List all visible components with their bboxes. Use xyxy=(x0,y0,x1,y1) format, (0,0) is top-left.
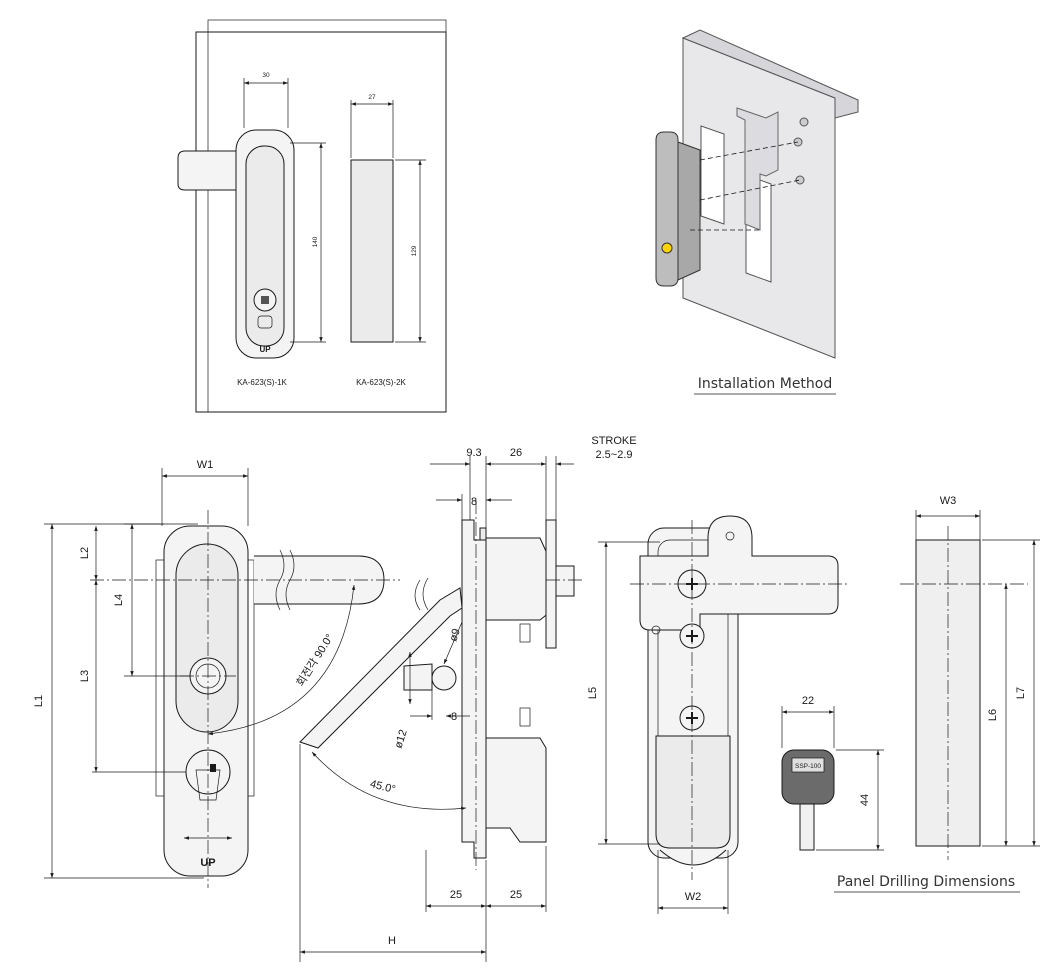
dim-h: H xyxy=(388,935,396,947)
dim-l4: L4 xyxy=(113,594,125,606)
rotation-label: 회전각 90.0° xyxy=(294,632,336,689)
key-figure: SSP-100 22 44 xyxy=(781,695,884,851)
dim-30: 30 xyxy=(262,72,270,79)
side-cam-plate xyxy=(545,519,557,649)
rotation-arc xyxy=(207,584,356,736)
front-key-slot xyxy=(210,764,216,772)
latch-tongue xyxy=(177,150,238,191)
side-button-head xyxy=(431,665,457,691)
key-width-dim: 22 xyxy=(802,695,814,707)
dim-9-3: 9.3 xyxy=(466,447,481,459)
side-button-stub xyxy=(403,663,433,691)
handle-up-mark: UP xyxy=(259,345,271,354)
stroke-range: 2.5~2.9 xyxy=(595,449,632,461)
latch-handle-iso xyxy=(655,131,679,287)
assembly-line-2 xyxy=(699,179,801,201)
dim-25-right: 25 xyxy=(510,889,522,901)
key-blade xyxy=(799,803,815,851)
model-2k-label: KA-623(S)-2K xyxy=(356,378,406,387)
top-left-figure: UP 30 140 27 129 KA-623(S)-1K KA-623(S)-… xyxy=(177,19,447,413)
dim-l1: L1 xyxy=(33,695,45,707)
key-label-plate xyxy=(791,757,825,773)
installation-illustration: Installation Method xyxy=(655,29,859,395)
rear-view: L5 W2 xyxy=(587,515,850,914)
screw-1 xyxy=(799,117,809,127)
side-rear-body-bottom xyxy=(485,737,547,843)
opened-handle-arm xyxy=(299,587,463,749)
dim-140: 140 xyxy=(312,236,319,247)
rear-bracket xyxy=(736,107,779,231)
angle-45-label: 45.0° xyxy=(369,778,397,796)
side-nut xyxy=(555,565,575,597)
side-rear-body-top xyxy=(485,537,551,621)
screw-3 xyxy=(795,175,805,185)
phi9-leader xyxy=(443,621,463,665)
dim-8-top: 8 xyxy=(471,496,477,508)
dim-25-left: 25 xyxy=(450,889,462,901)
dim-l7: L7 xyxy=(1015,687,1027,699)
dim-w1: W1 xyxy=(197,459,214,471)
panel-flange xyxy=(681,29,859,119)
front-handle-recess xyxy=(175,543,239,733)
stroke-label: STROKE xyxy=(591,435,636,447)
rear-bottom-body xyxy=(655,735,731,849)
lock-cylinder-iso xyxy=(661,242,673,254)
panel-hole-upper xyxy=(700,125,725,225)
dim-27: 27 xyxy=(368,94,376,101)
installation-caption: Installation Method xyxy=(698,376,833,392)
side-break-1 xyxy=(414,579,421,611)
key-cylinder-small xyxy=(257,315,273,329)
model-1k-label: KA-623(S)-1K xyxy=(237,378,287,387)
latch-side-iso xyxy=(677,141,701,281)
panel-cutout-caption: Panel Drilling Dimensions xyxy=(837,874,1015,890)
side-break-2 xyxy=(422,577,429,611)
rear-cam-plate xyxy=(639,515,839,631)
assembly-line-1 xyxy=(699,141,799,161)
rear-bottom-cap xyxy=(659,849,727,866)
front-view: UP W1 L1 L2 L3 L4 회전각 90.0° xyxy=(33,459,400,888)
dim-phi12: ø12 xyxy=(393,728,410,750)
panel-front-sheet xyxy=(195,31,447,413)
panel-cutout: W3 L6 L7 Panel Drilling Dimensions xyxy=(834,495,1040,893)
dim-l5: L5 xyxy=(587,687,599,699)
side-view: 9.3 26 STROKE 2.5~2.9 8 8 ø9 ø12 45.0° 2… xyxy=(299,435,637,962)
key-height-dim: 44 xyxy=(859,794,871,806)
panel-cutout-2k xyxy=(350,159,394,343)
dim-phi9: ø9 xyxy=(447,627,462,643)
side-screw-bottom xyxy=(519,707,531,727)
dim-w3: W3 xyxy=(940,495,957,507)
dim-l6: L6 xyxy=(987,709,999,721)
dim-w2: W2 xyxy=(685,891,702,903)
dim-8-bottom: 8 xyxy=(451,711,457,723)
side-screw-top xyxy=(519,623,531,643)
dim-129: 129 xyxy=(411,245,418,256)
dim-l2: L2 xyxy=(79,547,91,559)
key-code: SSP-100 xyxy=(795,763,821,770)
rear-cam-hole xyxy=(725,531,735,541)
keyhole-slot xyxy=(261,296,269,304)
dim-26: 26 xyxy=(510,447,522,459)
rear-plate-hole xyxy=(651,625,661,635)
side-housing-front xyxy=(461,519,487,859)
angle-45-arc xyxy=(311,751,467,811)
dim-l3: L3 xyxy=(79,670,91,682)
